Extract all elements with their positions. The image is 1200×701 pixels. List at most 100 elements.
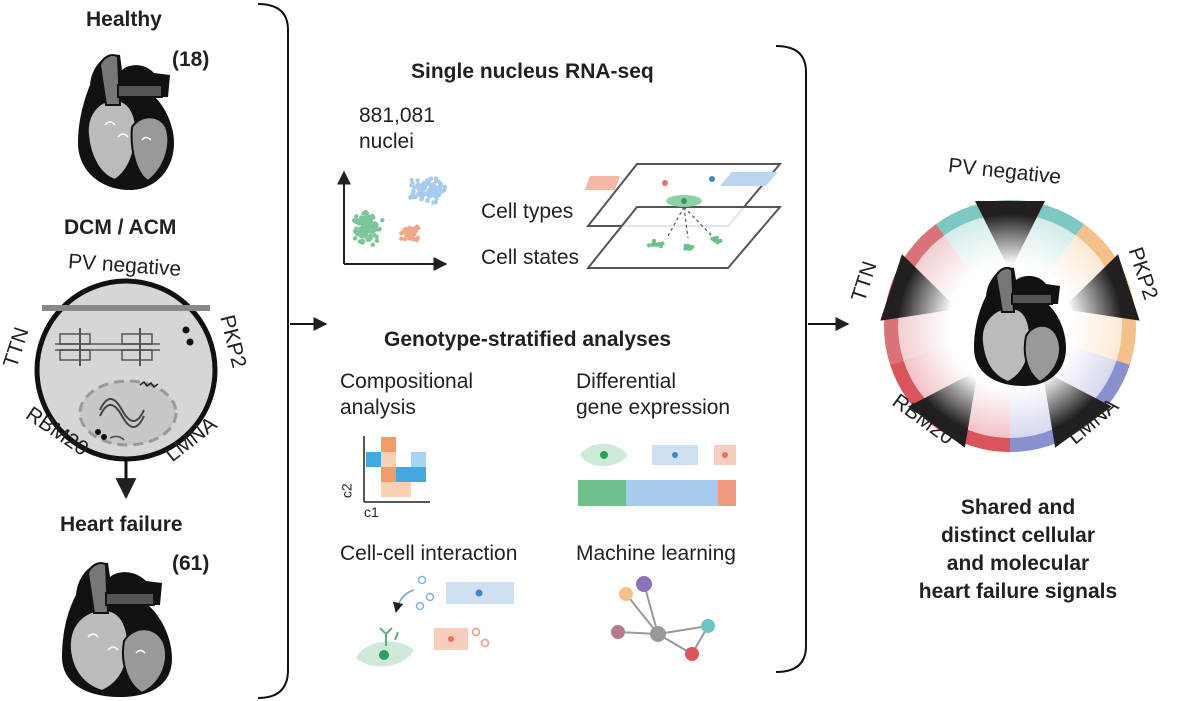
umap-point [364,211,370,216]
umap-point [432,187,438,192]
heatmap-cell [396,467,411,482]
cell-state-point [652,241,657,246]
umap-point [438,184,443,189]
umap-point [407,225,412,231]
umap-point [370,242,375,247]
heatmap-cell [396,452,411,467]
cell-state-point [714,235,719,240]
heatmap-cell [381,467,396,482]
umap-point [414,238,419,243]
umap-point [423,183,428,188]
cell-state-point [690,244,695,249]
differential-expression-icons [578,443,736,506]
failure-heart-icon [62,562,172,697]
expression-bar-salmon [718,480,736,506]
umap-point [412,185,417,190]
umap-point [402,227,407,232]
disease-label: DCM / ACM [64,216,177,239]
umap-point [363,231,369,236]
center-heart-icon [974,267,1066,386]
umap-point [442,184,448,190]
axis-c1-label: c1 [364,504,379,520]
cell-types-label: Cell types [481,200,574,223]
umap-point [436,192,442,198]
umap-point [409,193,415,198]
conclusion-line1: Shared and [960,496,1076,519]
umap-point [361,239,366,244]
umap-point [431,181,436,187]
umap-point [428,188,433,194]
umap-plot [337,170,448,271]
cell-state-point [718,238,723,243]
umap-point [433,200,438,205]
umap-point [374,234,379,240]
heatmap-cell [366,437,381,452]
nuclei-label: nuclei [359,130,414,153]
umap-point [377,226,382,232]
umap-point [358,217,364,222]
healthy-count: (18) [172,48,210,71]
differential-line1: Differential [576,370,676,393]
expression-bar-blue [626,480,718,506]
umap-point [354,214,359,219]
conclusion-line2: distinct cellular [940,524,1096,547]
umap-point [367,222,373,228]
umap-point [426,179,432,185]
umap-point [374,238,380,243]
heatmap-cell [381,482,396,497]
heart-failure-count: (61) [172,552,210,575]
cell-states-label: Cell states [481,246,580,269]
umap-point [354,226,359,231]
umap-point [418,185,423,191]
wheel-ring-pv_negative [935,200,1085,236]
umap-point [402,236,408,242]
umap-point [436,179,442,185]
cell-cell-interaction-icons [356,575,514,667]
umap-point [370,213,375,219]
heatmap-cell [366,467,381,482]
axis-c2-label: c2 [338,483,355,499]
cell-state-point [685,244,690,249]
umap-point [374,222,379,228]
umap-point [367,216,372,222]
cell-layers [584,163,783,269]
umap-point [433,176,439,181]
nuclei-count: 881,081 [359,104,435,127]
left-bracket [257,3,289,699]
heatmap-cell [411,467,426,482]
conclusion-line3: and molecular [946,552,1090,575]
cell-state-point [660,241,665,246]
heart-failure-label: Heart failure [60,513,183,536]
umap-point [371,228,377,233]
heatmap-cell [396,482,411,497]
compositional-line2: analysis [340,396,416,419]
umap-point [415,178,420,183]
heatmap-cell [411,482,426,497]
heatmap-cell [396,437,411,452]
right-bracket [775,45,807,673]
heatmap-cell [366,452,381,467]
umap-point [421,191,426,197]
umap-point [363,215,368,221]
heatmap-cell [381,452,396,467]
umap-point [419,196,424,202]
expression-bar-green [578,480,626,506]
umap-point [427,194,432,199]
umap-point [408,230,413,236]
heatmap-cell [411,452,426,467]
umap-point [368,235,373,241]
healthy-label: Healthy [86,8,162,31]
compositional-line1: Compositional [340,370,474,393]
compositional-heatmap [363,436,430,503]
umap-point [416,225,421,231]
heatmap-cell [366,482,381,497]
differential-line2: gene expression [576,396,731,419]
analyses-title: Genotype-stratified analyses [384,328,672,351]
cell-state-point [647,243,652,248]
cell-state-point [711,236,716,241]
umap-point [352,236,358,241]
cell-states-layer [585,206,783,269]
umap-point [425,198,430,204]
umap-point [409,177,414,183]
